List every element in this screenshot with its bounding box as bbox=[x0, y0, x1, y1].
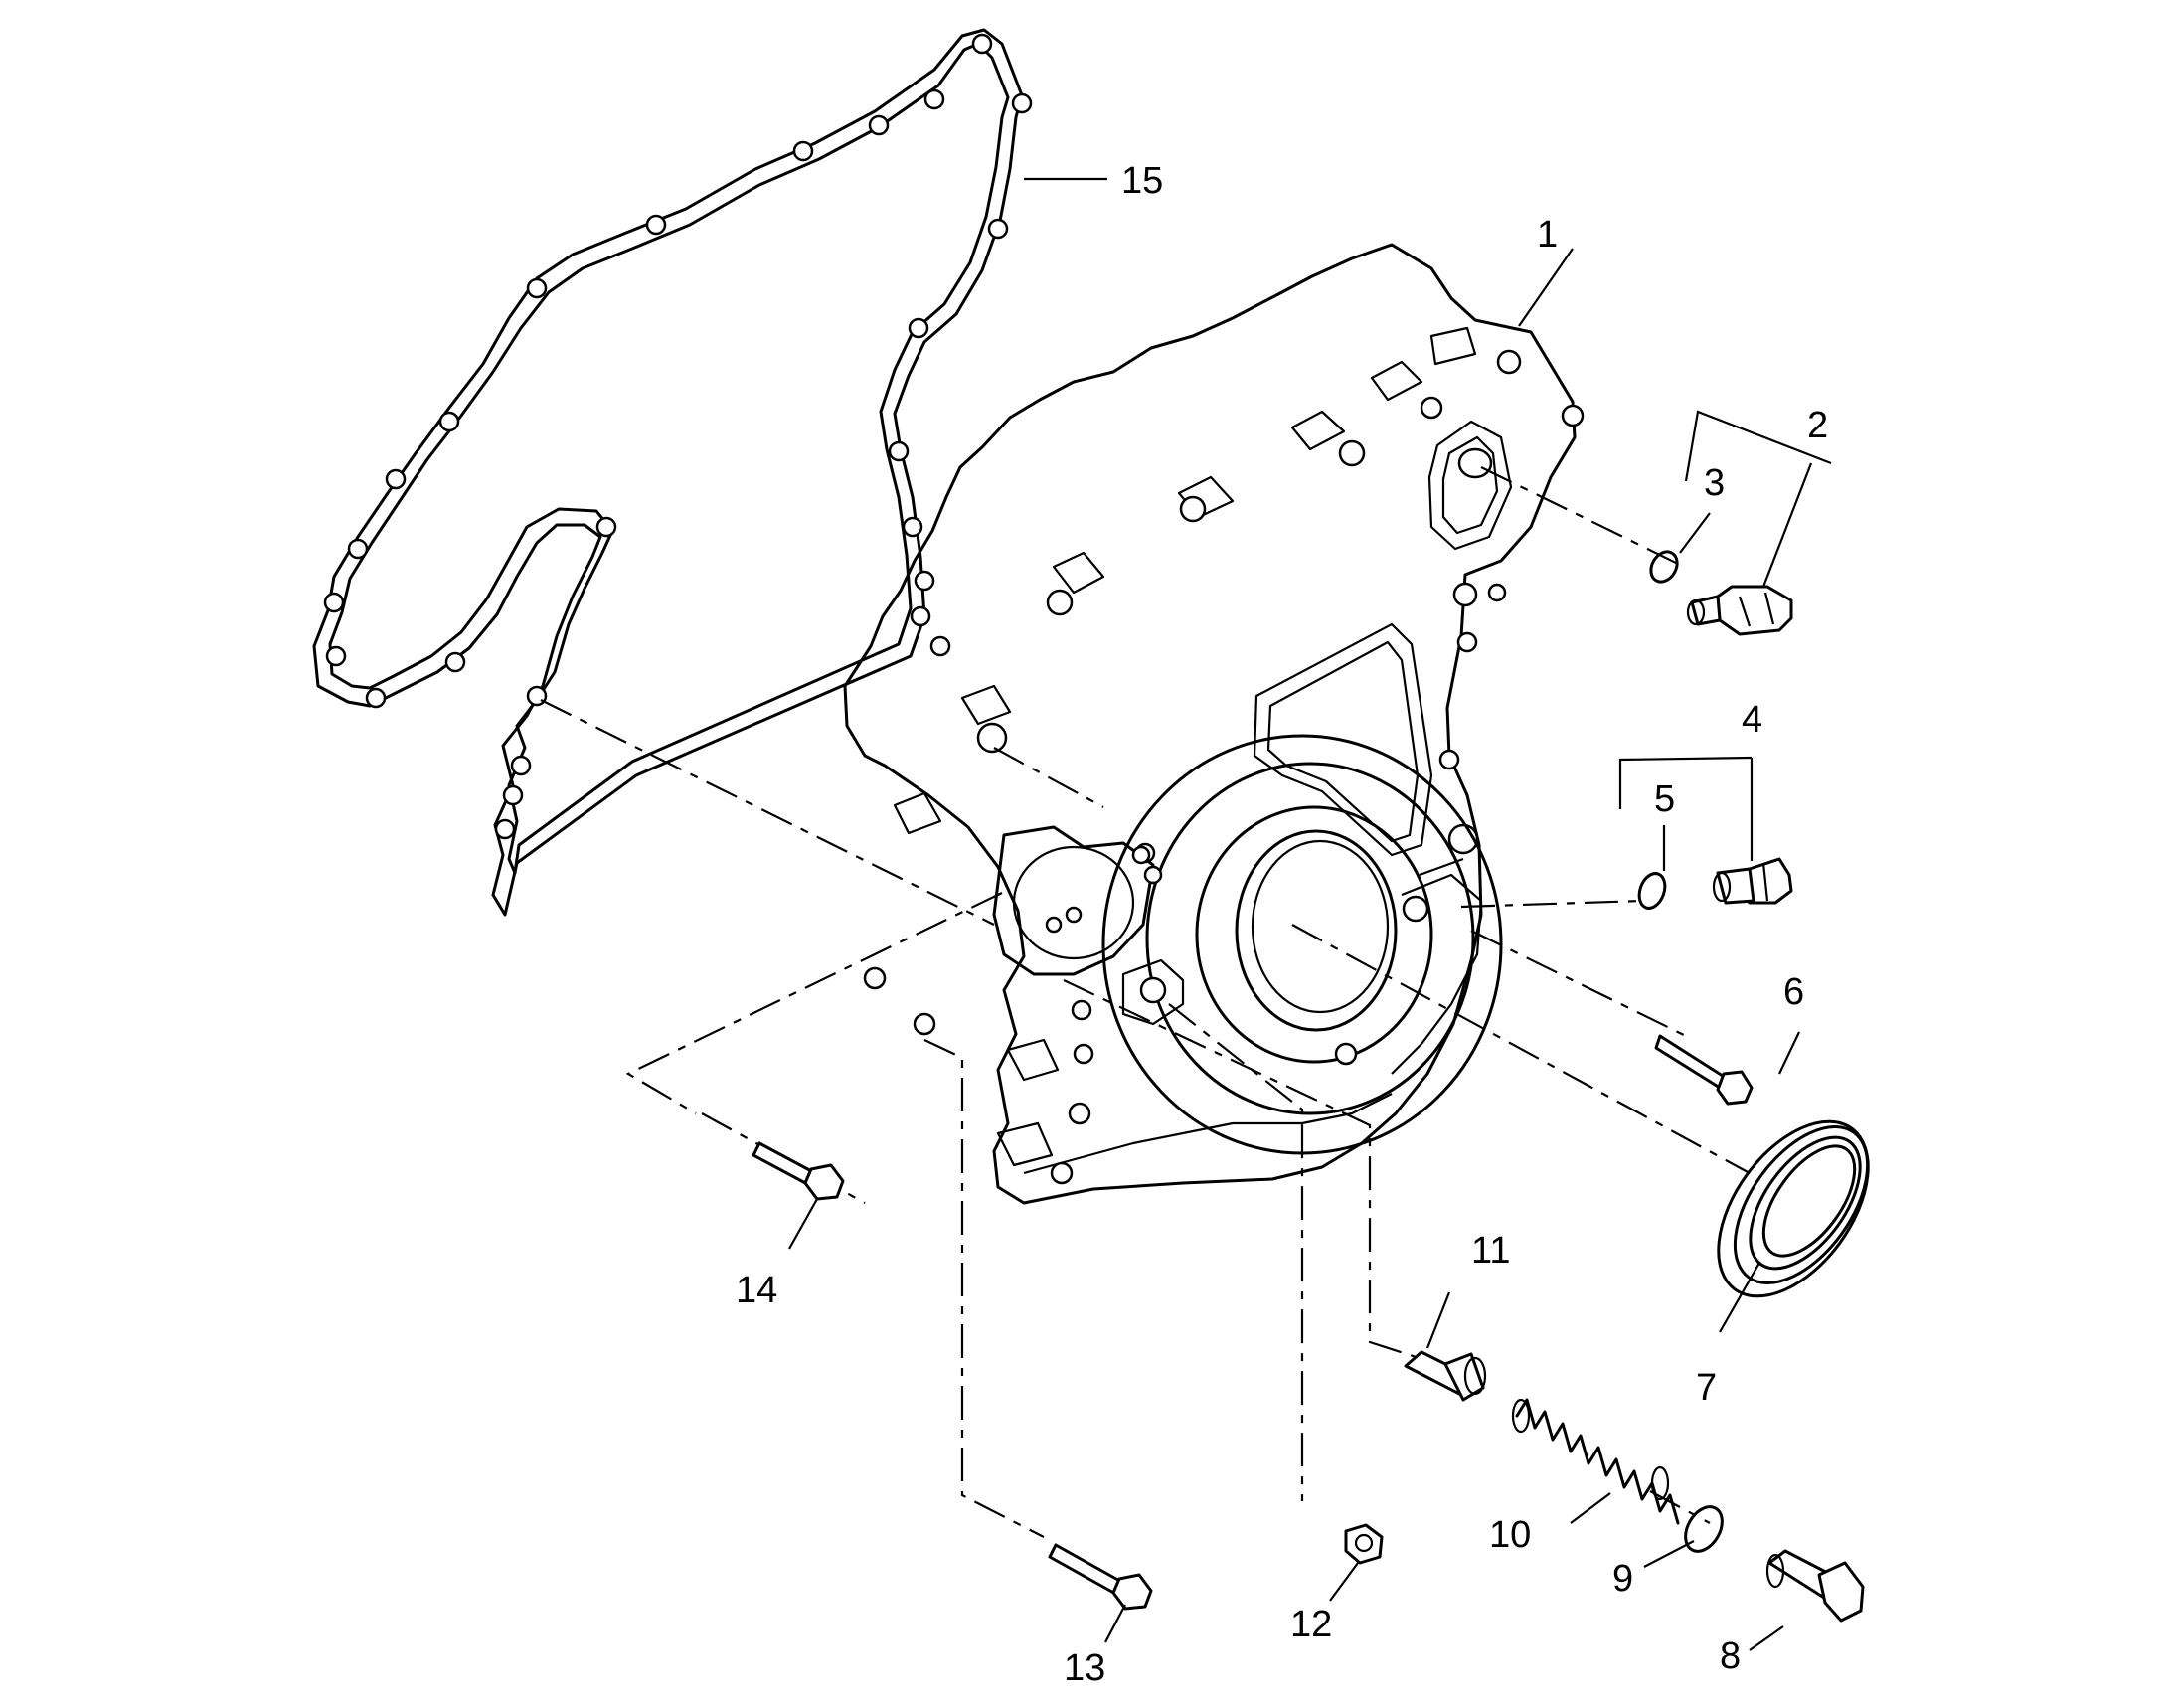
callout-3: 3 bbox=[1704, 462, 1725, 504]
timing-cover-1 bbox=[843, 243, 1585, 1205]
relief-valve-11 bbox=[1404, 1350, 1487, 1402]
o-ring-5 bbox=[1637, 872, 1667, 910]
callout-1: 1 bbox=[1537, 214, 1558, 256]
callout-10: 10 bbox=[1489, 1514, 1531, 1556]
callout-12: 12 bbox=[1290, 1604, 1332, 1645]
callout-8: 8 bbox=[1720, 1635, 1741, 1677]
o-ring-9 bbox=[1684, 1505, 1724, 1553]
callout-9: 9 bbox=[1612, 1558, 1633, 1600]
bolt-14 bbox=[752, 1141, 845, 1201]
leader-lines bbox=[788, 177, 1832, 1651]
plug-4 bbox=[1712, 857, 1793, 905]
callout-4: 4 bbox=[1742, 699, 1762, 741]
callout-2: 2 bbox=[1807, 405, 1828, 446]
plug-2 bbox=[1686, 585, 1793, 636]
callout-11: 11 bbox=[1471, 1230, 1510, 1272]
assembly-centerlines bbox=[540, 466, 1751, 1538]
callout-7: 7 bbox=[1696, 1367, 1717, 1409]
bolt-13 bbox=[1048, 1543, 1153, 1611]
callout-13: 13 bbox=[1064, 1647, 1105, 1689]
callout-5: 5 bbox=[1654, 778, 1675, 820]
callout-labels: 1 2 3 4 5 6 7 8 9 10 11 12 13 14 15 bbox=[736, 160, 1828, 1689]
callout-6: 6 bbox=[1783, 971, 1804, 1013]
nut-12 bbox=[1344, 1523, 1384, 1565]
spring-10 bbox=[1511, 1398, 1680, 1525]
crank-seal-7 bbox=[1717, 1119, 1870, 1298]
callout-14: 14 bbox=[736, 1270, 777, 1311]
gasket-15 bbox=[312, 28, 1033, 917]
o-ring-3 bbox=[1649, 550, 1679, 584]
bolt-6 bbox=[1654, 1034, 1754, 1106]
callout-15: 15 bbox=[1121, 160, 1163, 202]
plug-8 bbox=[1765, 1549, 1865, 1623]
